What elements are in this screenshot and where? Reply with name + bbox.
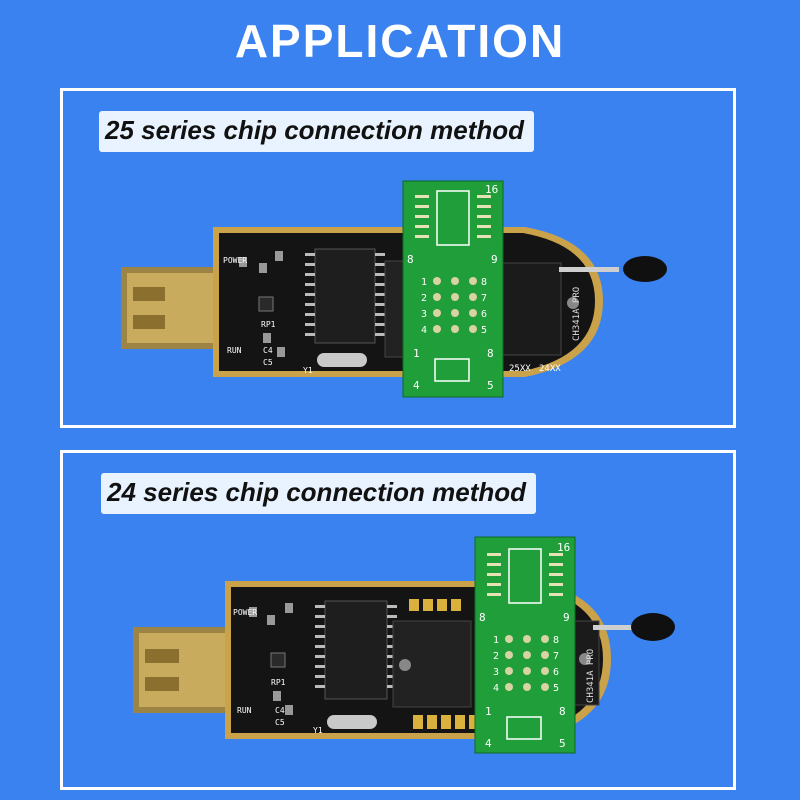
adapter-mark-1: 1: [485, 705, 492, 718]
panel-heading: 24 series chip connection method: [101, 473, 536, 514]
socket-label-24: 24XX: [539, 364, 561, 374]
adapter-mark-5: 5: [559, 737, 566, 750]
silk-c4: C4: [275, 706, 285, 715]
pin-5: 5: [481, 325, 487, 336]
adapter-mark-8: 8: [407, 253, 414, 266]
pin-2: 2: [421, 293, 427, 304]
adapter-mark-16: 16: [557, 541, 570, 554]
pin-4: 4: [493, 683, 499, 694]
silk-y1: Y1: [303, 366, 313, 375]
pin-1: 1: [421, 277, 427, 288]
pin-6: 6: [553, 667, 559, 678]
silk-c5: C5: [263, 358, 273, 367]
pin-3: 3: [421, 309, 427, 320]
socket-label-25: 25XX: [509, 364, 531, 374]
silk-rp1: RP1: [261, 320, 276, 329]
adapter-mark-5: 5: [487, 379, 494, 392]
adapter-mark-bottom-8: 8: [559, 705, 566, 718]
adapter-mark-bottom-8: 8: [487, 347, 494, 360]
pin-8: 8: [553, 635, 559, 646]
sop8-adapter: [474, 536, 576, 754]
programmer-illustration-24: POWER RP1 RUN C4 C5 Y1 CH341A PRO 16: [133, 536, 675, 754]
panel-24-series: 24 series chip connection method: [60, 450, 736, 790]
pin-1: 1: [493, 635, 499, 646]
silk-run: RUN: [237, 706, 252, 715]
pcb-board: [225, 581, 675, 739]
adapter-mark-9: 9: [563, 611, 570, 624]
pin-2: 2: [493, 651, 499, 662]
adapter-mark-4: 4: [485, 737, 492, 750]
sop8-adapter: [402, 180, 504, 398]
pin-6: 6: [481, 309, 487, 320]
adapter-mark-1: 1: [413, 347, 420, 360]
side-text: CH341A PRO: [586, 649, 596, 703]
usb-connector: [121, 267, 219, 349]
adapter-mark-8: 8: [479, 611, 486, 624]
pin-7: 7: [481, 293, 487, 304]
pin-7: 7: [553, 651, 559, 662]
silk-power: POWER: [233, 608, 257, 617]
pin-5: 5: [553, 683, 559, 694]
silk-power: POWER: [223, 256, 247, 265]
pin-8: 8: [481, 277, 487, 288]
adapter-mark-4: 4: [413, 379, 420, 392]
silk-c5: C5: [275, 718, 285, 727]
pin-3: 3: [493, 667, 499, 678]
programmer-illustration-25: POWER RP1 RUN C4 C5 Y1 CH341A PRO 25XX 2…: [121, 180, 667, 398]
panel-25-series: 25 series chip connection method: [60, 88, 736, 428]
silk-run: RUN: [227, 346, 242, 355]
page-title: APPLICATION: [234, 15, 566, 67]
panel-heading: 25 series chip connection method: [99, 111, 534, 152]
pin-4: 4: [421, 325, 427, 336]
usb-connector: [133, 627, 245, 713]
silk-rp1: RP1: [271, 678, 286, 687]
silk-y1: Y1: [313, 726, 323, 735]
silk-c4: C4: [263, 346, 273, 355]
adapter-mark-16: 16: [485, 183, 498, 196]
side-text: CH341A PRO: [572, 287, 582, 341]
adapter-mark-9: 9: [491, 253, 498, 266]
